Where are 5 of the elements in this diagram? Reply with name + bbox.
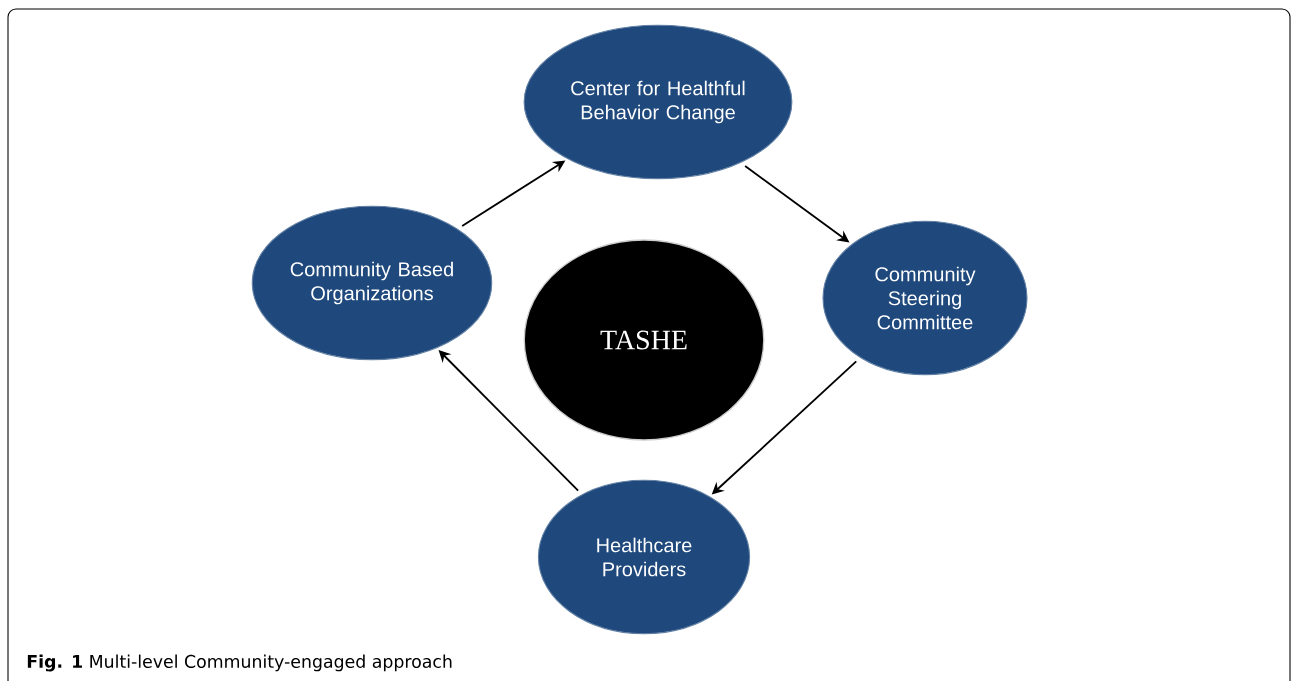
ellipse-node: Center for Healthful Behavior Change [523,24,793,180]
ellipse-node: Healthcare Providers [537,479,751,635]
ellipse-node: Community Steering Committee [822,220,1028,376]
ellipse-node: Community Based Organizations [251,205,493,361]
caption: Fig. 1 Multi-level Community-engaged approach [27,654,452,672]
